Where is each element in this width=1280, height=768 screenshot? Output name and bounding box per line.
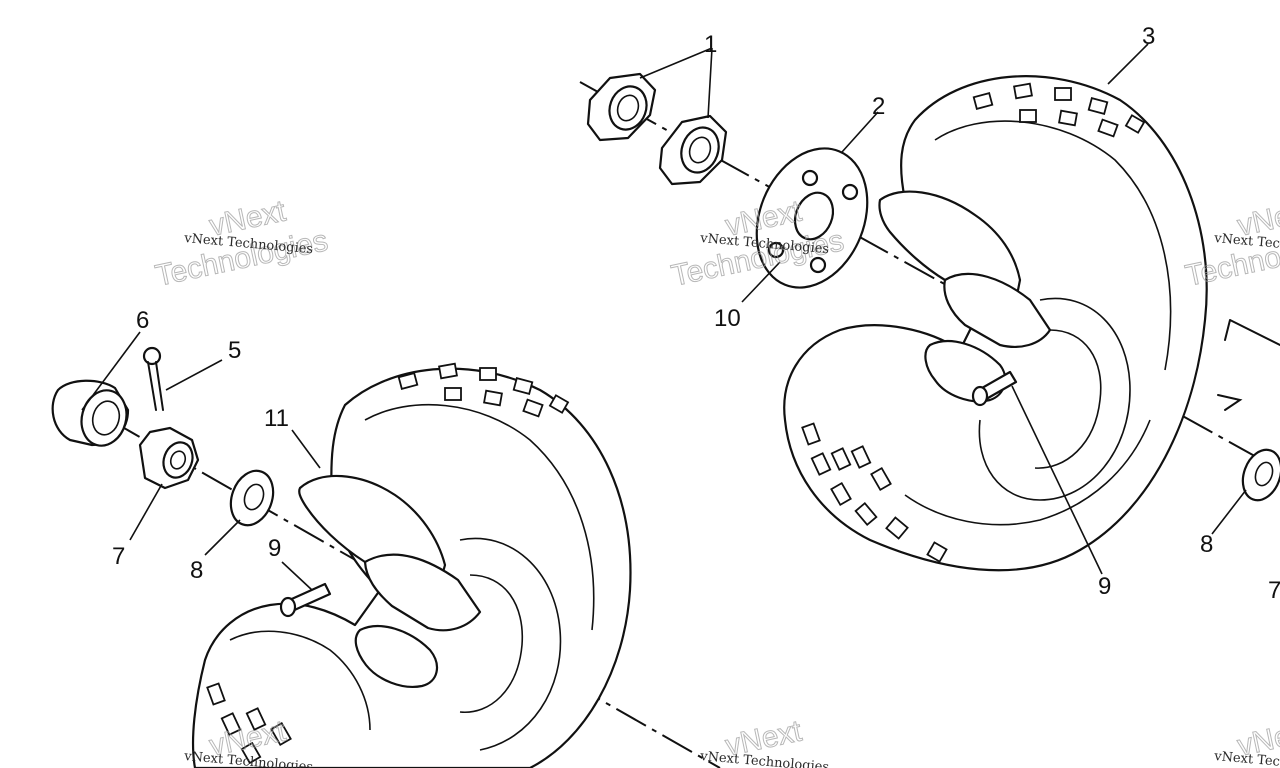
right-tire-ring-3 [978,297,1131,501]
leader-2 [841,111,879,153]
right-hub-stud-2 [841,183,859,201]
left-tire-ring-3 [459,574,524,713]
callout-5: 5 [228,337,241,364]
watermark-bottom-center: vNext vNext Technologies [699,714,830,768]
left-washer [229,469,275,527]
callout-8-right: 8 [1200,531,1213,558]
right-hub-center [793,191,835,241]
right-rim-spoke-band [943,272,1052,348]
leader-10 [741,261,781,303]
right-hub-stud-3 [767,241,785,259]
right-hub-stud-1 [801,169,819,187]
left-tire-ring-4 [229,630,371,731]
right-tire-ring-1 [934,120,1172,371]
leader-6 [81,331,141,411]
left-wheel-assembly [51,331,721,768]
callout-10: 10 [714,305,741,332]
left-rim-inner-half [354,625,439,688]
right-valve-cap [971,385,989,407]
leader-5 [165,359,223,391]
leader-7 [129,483,163,541]
left-tire-tread [206,362,570,765]
right-tire-tread [801,82,1146,563]
right-tire-ring-2 [904,419,1151,526]
left-rim-spoke-band [363,553,482,632]
leader-9 [281,561,313,591]
callout-7-right-partial: 7 [1268,577,1280,604]
right-wheel-assembly [579,43,1280,575]
callout-6: 6 [136,307,149,334]
leader-8-right [1211,489,1247,535]
right-washer [1241,448,1280,502]
left-tire-ring-1 [364,403,595,631]
right-hub-stud-4 [809,256,827,274]
left-castle-nut [138,426,200,490]
callout-9-right: 9 [1098,573,1111,600]
right-tire-ring-4 [1034,329,1102,469]
leader-9-right [1011,385,1103,575]
callout-11: 11 [264,405,289,432]
left-valve-cap [279,596,297,618]
callout-7: 7 [112,543,125,570]
leader-1 [639,47,713,119]
callout-3: 3 [1142,23,1155,50]
callout-2: 2 [872,93,885,120]
right-edge-partial-part [1217,319,1280,411]
svg-text:vNext Technologies: vNext Technologies [1213,749,1280,768]
callout-numbers: 1 2 3 5 6 7 8 8 9 9 10 11 7 [112,23,1280,604]
right-lug-nut-2 [658,114,728,186]
left-bearing-cap [51,379,130,447]
callout-1: 1 [704,31,717,58]
callout-8: 8 [190,557,203,584]
left-cotter-pin [142,346,164,411]
watermark-left: vNext Technologies vNext Technologies [152,194,331,293]
watermark-bottom-right: vNext vNext Technologies [1213,714,1280,768]
right-lug-nut-1 [586,72,657,142]
leader-3 [1107,43,1149,85]
leader-8 [204,519,241,556]
leader-11 [291,429,321,469]
callout-9: 9 [268,535,281,562]
left-tire-ring-2 [459,537,562,751]
